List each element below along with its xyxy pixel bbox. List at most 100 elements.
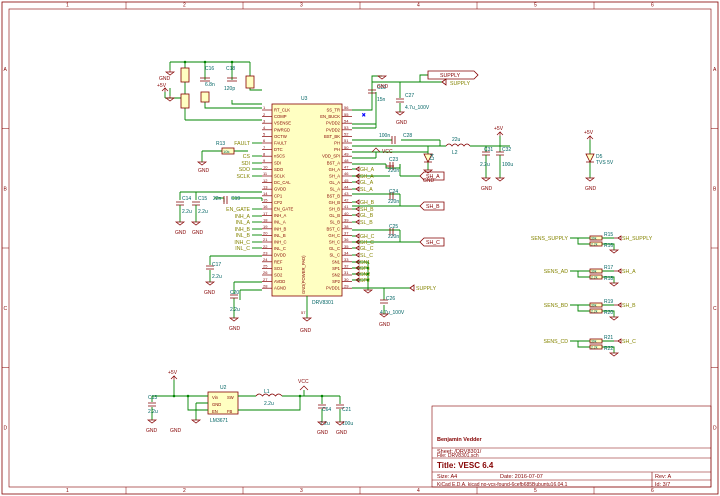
title-block-frame [431, 405, 712, 488]
ic-pin-number: 9 [263, 158, 266, 163]
ic-pin-name: SP2 [332, 279, 341, 284]
c26-val: 4.7u_100V [380, 310, 405, 316]
c64-ref: C64 [322, 407, 331, 413]
gnd-symbol: GND [196, 161, 210, 174]
l1-val: 2.2u [264, 401, 274, 407]
ic-pin-name: INH_B [274, 226, 287, 231]
svg-text:+5V: +5V [168, 370, 178, 376]
title: Title: VESC 6.4 [437, 461, 494, 470]
net-label: SL_A [360, 187, 373, 193]
buck-converter-section: D4 C22 15n C27 4.7u_100V 100n C28 22u L2… [352, 70, 513, 192]
ic-pin-number: 44 [344, 184, 349, 189]
c15-ref: C15 [198, 196, 207, 202]
sense-net-label: SENS_CD [543, 339, 568, 345]
c20-val: 2.2u [230, 307, 240, 313]
ic-pin-name: PVDD1 [326, 286, 341, 291]
c17-val: 2.2u [212, 274, 222, 280]
r13-ref: R13 [216, 141, 225, 147]
sense-out-label: SH_C [622, 339, 636, 345]
svg-text:GND: GND [585, 186, 597, 192]
ic-pin-number: 39 [344, 217, 349, 222]
r-val: 2.2k [591, 275, 598, 279]
net-flag [355, 265, 360, 271]
ic-pin-name: RT_CLK [274, 108, 290, 113]
ic-pin-name: SO1 [274, 266, 283, 271]
ic-pin-name: SN2 [332, 273, 341, 278]
ic-pin-number: 55 [344, 112, 349, 117]
ic-pin-number: 53 [344, 125, 349, 130]
ic-pin-name: GL_B [329, 213, 340, 218]
c27-val: 4.7u_100V [405, 105, 430, 111]
r-val: 2.2k [591, 309, 598, 313]
gnd-symbol [608, 316, 620, 321]
net-label: SH_C [360, 240, 374, 246]
ic-gnd-pin: GND(POWER_PAD) [301, 255, 306, 294]
net-flag [355, 252, 360, 258]
ic-pin-number: 12 [263, 178, 268, 183]
ic-pin-name: CP2 [274, 200, 283, 205]
sense-out-label: SH_SUPPLY [622, 236, 653, 242]
c19-ref: C19 [231, 196, 240, 202]
u2-ref: U2 [220, 385, 227, 391]
c21-ref: C21 [342, 407, 351, 413]
ic-pin-number: 43 [344, 191, 349, 196]
ic-pin-number: 37 [344, 231, 349, 236]
supply-global-label: SUPPLY SUPPLY [419, 70, 479, 87]
ic-pin-name: SO2 [274, 273, 283, 278]
ic-pin-name: SP1 [332, 266, 341, 271]
v5-symbol: +5V [168, 370, 178, 380]
r-val: 39k [591, 269, 597, 273]
svg-text:SH_A: SH_A [426, 174, 440, 180]
c13-val: 2.2u [148, 409, 158, 415]
gnd-symbol [608, 249, 620, 254]
title-block: Benjamin Vedder Sheet: /DRV8301/ File: D… [431, 405, 712, 488]
net-label: GH_A [360, 167, 375, 173]
c28-ref: C28 [403, 133, 412, 139]
c16-val: 6.8n [205, 82, 215, 88]
ic-pin-name: VDD_SPI [322, 154, 340, 159]
sense-out-label: SH_A [622, 269, 636, 275]
c14-val: 2.2u [182, 209, 192, 215]
net-label: INL_C [235, 246, 250, 252]
ic-pin-number: 25 [263, 264, 268, 269]
ic-pin-number: 5 [263, 132, 266, 137]
ic-pin-number: 6 [263, 138, 266, 143]
ic-pin-name: SH_A [329, 174, 340, 179]
ic-pin-name: INH_A [274, 213, 287, 218]
ic-ref: U3 [301, 96, 308, 102]
ic-pin-number: 8 [263, 151, 266, 156]
svg-text:GND: GND [204, 290, 216, 296]
compensation-network: C16 6.8n C18 120p GND +5V [157, 60, 262, 121]
u2-pin-vin: Vin [212, 395, 219, 400]
svg-text:GND: GND [317, 430, 329, 436]
ic-pin-number: 50 [344, 145, 349, 150]
ic-pin-number: 13 [263, 184, 268, 189]
c31-val: 2.2u [480, 162, 490, 168]
r13-body [221, 147, 235, 155]
ic-pin-name: GL_A [329, 180, 340, 185]
net-label: SDI [241, 161, 250, 167]
ic-pin-number: 56 [344, 105, 349, 110]
ic-pin-number: 42 [344, 198, 349, 203]
right-net-labels: GH_ASH_AGL_ASL_AGH_BSH_BGL_BSL_BGH_CSH_C… [352, 166, 375, 284]
v5-symbol: +5V [494, 126, 504, 136]
file-name: File: DRV8301.sch [437, 453, 479, 459]
net-label: SP1 [360, 266, 370, 272]
gnd-symbol: GND [204, 281, 216, 296]
ic-pin-number: 16 [263, 204, 268, 209]
net-label: SH_B [360, 207, 374, 213]
ic-pin-name: GL_C [329, 246, 340, 251]
net-label: SH_A [360, 174, 374, 180]
l2-ref: L2 [452, 150, 458, 156]
net-label: INL_A [236, 220, 251, 226]
svg-text:GND: GND [377, 84, 389, 90]
frame-row-marker: A [4, 67, 8, 73]
ic-pin-number: 47 [344, 165, 349, 170]
ic-pin-number: 18 [263, 217, 268, 222]
sense-wire [570, 237, 615, 250]
sense-net-label: SENS_BD [544, 303, 568, 309]
ic-pin-number: 30 [344, 277, 349, 282]
rev: Rev: A [655, 474, 672, 480]
